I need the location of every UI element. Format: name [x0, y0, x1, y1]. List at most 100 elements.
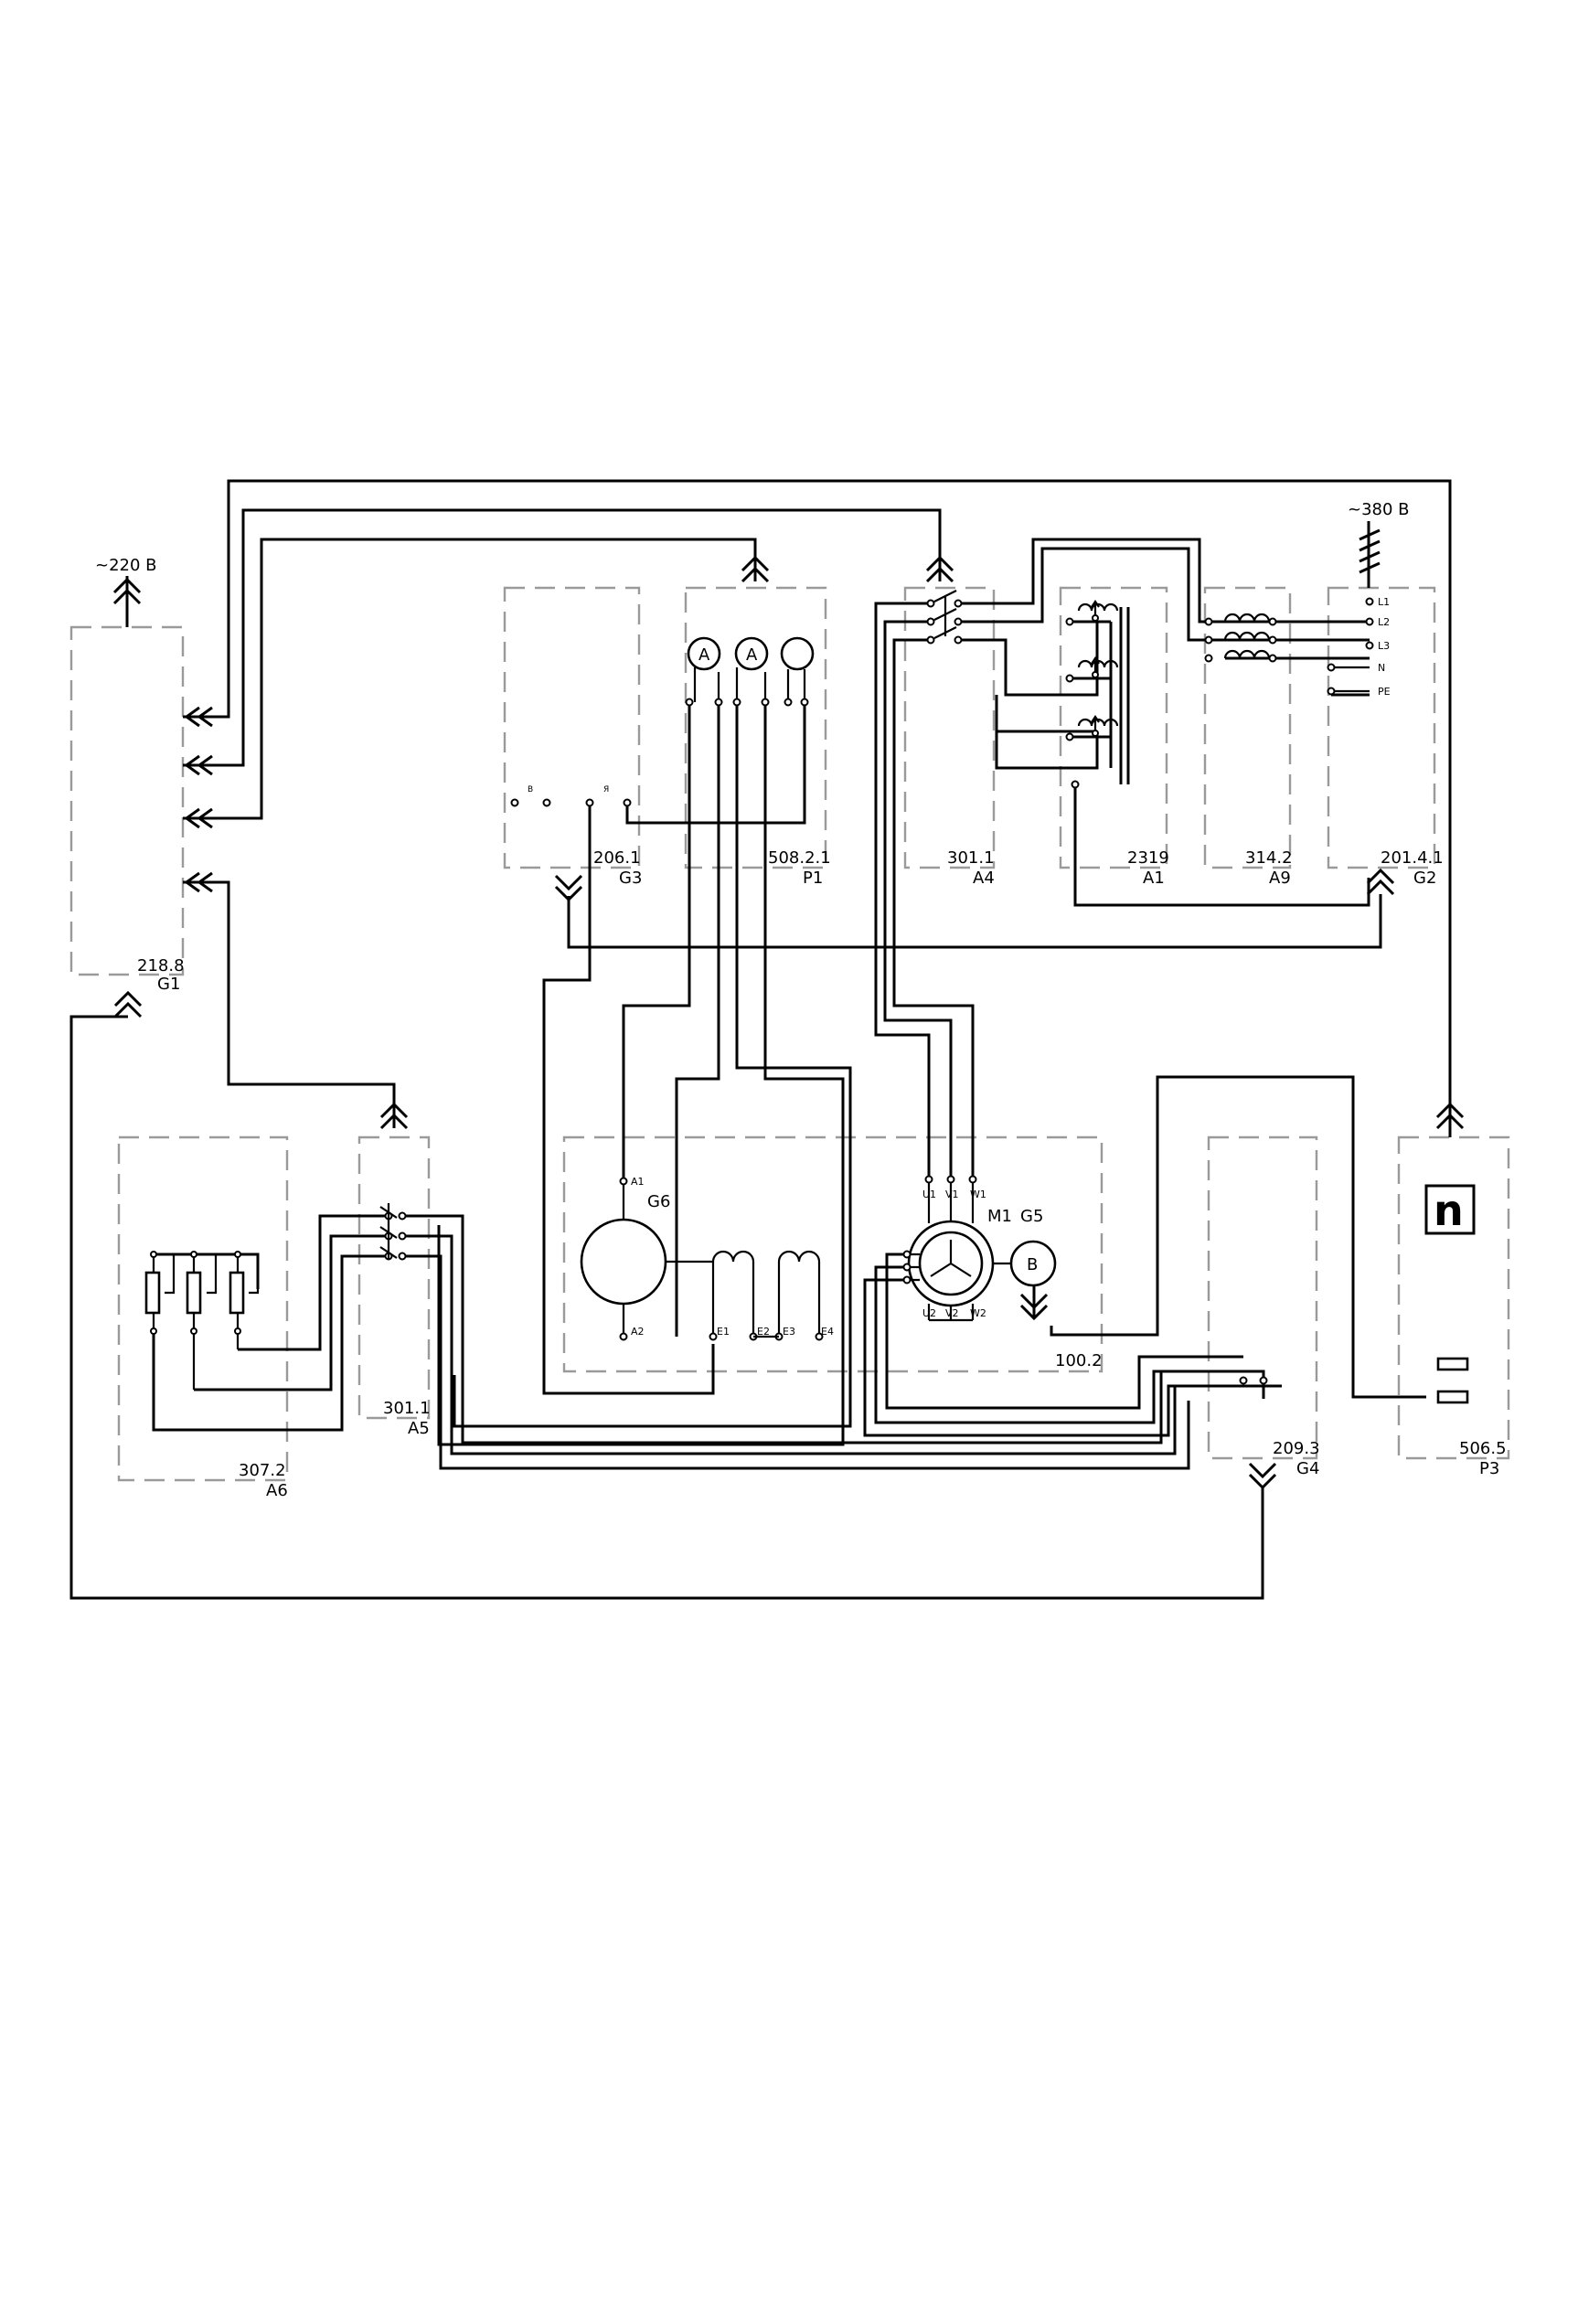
meter-3-icon	[780, 636, 815, 671]
a1-autotransformer	[1065, 600, 1130, 789]
m1-star-winding-icon	[930, 1240, 972, 1277]
g2-l3-label: L3	[1378, 640, 1390, 652]
m1-motor: M1 U1 V1 W1 U2 V2 W2	[902, 1175, 1015, 1322]
m1-u1-label: U1	[922, 1189, 936, 1200]
g2-bottom-plug-icon	[1366, 868, 1395, 896]
g6-leads	[622, 1181, 715, 1337]
a6-rheostats	[144, 1251, 260, 1390]
module-g4-ref: G4	[1296, 1459, 1319, 1478]
g2-terminal-pe	[1327, 687, 1336, 696]
a1-tap	[1092, 614, 1099, 622]
m1-rotor-terminal	[902, 1263, 912, 1272]
a1-terminal	[1065, 617, 1074, 626]
p3-logo-frame	[1424, 1184, 1476, 1235]
g6-field-leads	[752, 1262, 821, 1337]
g2-n-label: N	[1378, 662, 1385, 674]
m1-rotor-leads	[911, 1253, 920, 1282]
g6-a2-label: A2	[631, 1326, 645, 1338]
g3-terminal-b-label: В	[528, 785, 533, 794]
g6-field-2-icon	[777, 1250, 821, 1263]
module-a6-ref: A6	[266, 1481, 288, 1500]
m1-u2-label: U2	[922, 1307, 936, 1319]
p1-terminal	[784, 698, 793, 707]
module-p1-code: 508.2.1	[768, 848, 831, 868]
a4-contact	[926, 599, 935, 608]
a4-switch-blades-icon	[933, 590, 957, 639]
a6-node	[190, 1327, 197, 1335]
a9-terminal	[1204, 635, 1213, 645]
module-g3-ref: G3	[619, 869, 642, 888]
a9-terminal	[1204, 654, 1213, 663]
g3-terminals: В Я	[510, 785, 632, 807]
module-a9-ref: A9	[1269, 869, 1291, 888]
p1-terminal	[714, 698, 723, 707]
g2-l2-label: L2	[1378, 616, 1390, 628]
wire-g5-to-p3	[1050, 1075, 1426, 1399]
wire-a6-a5-1	[238, 1214, 389, 1351]
a1-tap	[1092, 730, 1099, 737]
a1-terminal	[1065, 732, 1074, 741]
g5-ref: G5	[1020, 1207, 1043, 1226]
module-a1-box	[1059, 586, 1168, 869]
module-p3-ref: P3	[1479, 1459, 1499, 1478]
g1-bottom-plug-icon	[113, 990, 143, 1018]
p3-logo-text: n	[1434, 1186, 1464, 1235]
g2-n-pe-leads	[1335, 666, 1370, 693]
m1-ref: M1	[987, 1207, 1012, 1226]
module-machine-code: 100.2	[1055, 1351, 1103, 1370]
a5-contact	[398, 1211, 407, 1221]
g4-contact	[1259, 1376, 1268, 1385]
wire-a4-to-m1-w1	[892, 638, 975, 1179]
a1-core-icon	[1119, 607, 1130, 784]
a4-contact	[954, 599, 963, 608]
g6-ref: G6	[647, 1192, 670, 1211]
g3-terminal-ya-label: Я	[603, 785, 609, 794]
supply-220v-label: ~220 В	[95, 556, 157, 575]
a1-terminal	[1065, 674, 1074, 683]
module-a9-box	[1203, 586, 1292, 869]
wire-g1-to-p3	[194, 479, 1452, 1137]
supply-380v-label: ~380 В	[1348, 500, 1410, 519]
module-a9-code: 314.2	[1245, 848, 1293, 868]
wire-g1-to-g4	[69, 1015, 1264, 1600]
g4-contact	[1239, 1376, 1248, 1385]
module-a5-code: 301.1	[383, 1399, 431, 1418]
wire-g3-to-g6	[542, 803, 715, 1395]
g2-terminal-l2	[1365, 617, 1374, 626]
g6-terminal-e1	[709, 1332, 718, 1341]
ammeter-1-label: A	[698, 645, 710, 665]
rheostat-1-icon	[144, 1271, 161, 1315]
m1-rotor-terminal	[902, 1275, 912, 1285]
wire-a5-to-g4-2	[402, 1234, 1177, 1455]
a4-switch	[926, 590, 963, 645]
wire-a5-to-g4-3	[402, 1254, 1190, 1470]
p1-terminal	[761, 698, 770, 707]
g3-terminal-2	[542, 798, 551, 807]
module-g2-box	[1327, 586, 1436, 869]
p3-socket-1-icon	[1436, 1357, 1469, 1371]
a6-wipers-icon	[165, 1254, 260, 1295]
m1-terminal-v1	[946, 1175, 955, 1184]
wire-a5-to-g4-1	[402, 1214, 1163, 1445]
p3-device: n	[1424, 1184, 1476, 1404]
m1-v1-label: V1	[945, 1189, 959, 1200]
module-p3-code: 506.5	[1459, 1439, 1507, 1458]
wire-p1-meter2	[453, 702, 852, 1428]
g6-field-1-icon	[711, 1250, 755, 1263]
g3-terminal-1	[510, 798, 519, 807]
module-machine-box	[562, 1135, 1104, 1373]
p1-terminal	[800, 698, 809, 707]
m1-v2-label: V2	[945, 1307, 959, 1319]
g6-e2-label: E2	[757, 1326, 770, 1338]
module-g1-box	[69, 625, 185, 976]
a6-node	[190, 1251, 197, 1258]
a9-inductor-3-icon	[1223, 649, 1271, 659]
module-p1-ref: P1	[803, 869, 823, 888]
g6-e1-label: E1	[717, 1326, 730, 1338]
rheostat-2-icon	[186, 1271, 202, 1315]
module-a5-ref: A5	[408, 1419, 430, 1438]
module-a4-code: 301.1	[947, 848, 995, 868]
a6-node	[234, 1327, 241, 1335]
module-g3-box	[503, 586, 641, 869]
